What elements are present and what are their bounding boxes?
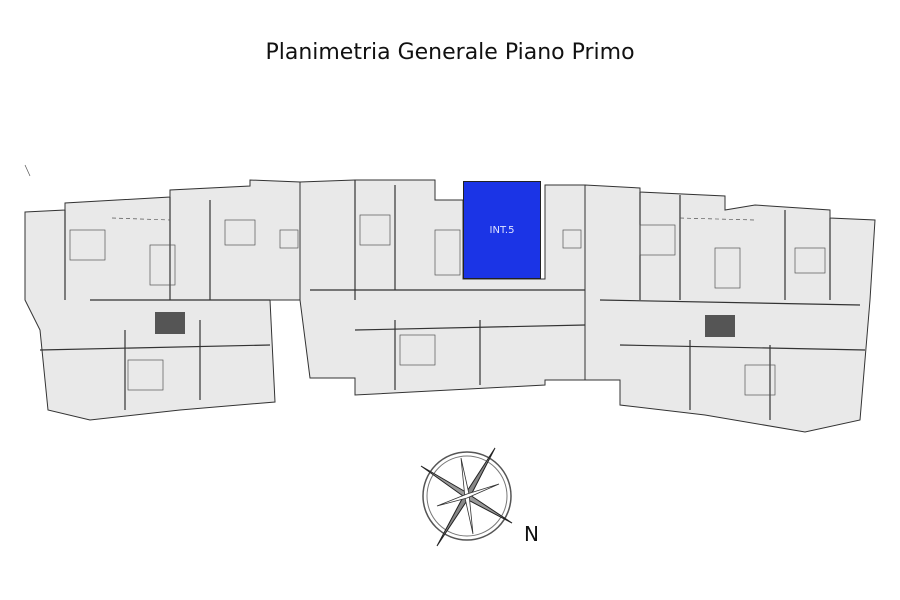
compass-rose-icon [420,447,513,547]
north-label: N [524,522,539,546]
building-center [279,179,586,396]
building-right-wing [584,184,876,433]
building-left-wing [24,179,301,421]
highlighted-unit-int5[interactable]: INT.5 [463,181,541,279]
tick-mark [24,164,31,177]
page-title: Planimetria Generale Piano Primo [265,40,635,65]
unit-label: INT.5 [489,224,515,236]
